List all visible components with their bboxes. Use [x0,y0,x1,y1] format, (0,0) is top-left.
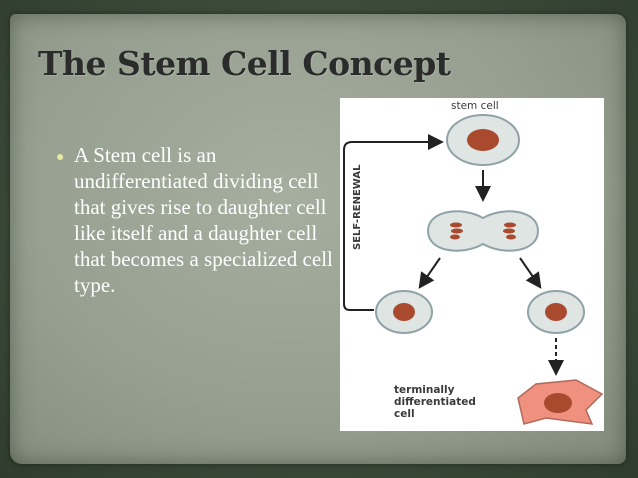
list-item: ● A Stem cell is an undifferentiated div… [56,142,336,298]
stem-cell-label: stem cell [451,100,499,112]
page-title: The Stem Cell Concept [38,44,451,83]
bullet-text: A Stem cell is an undifferentiated divid… [74,143,333,297]
stem-cell-diagram: stem cell [340,98,604,431]
daughter-cell-differentiating [527,290,585,334]
dividing-cell [426,210,540,252]
arrow-left-icon [418,257,441,289]
self-renewal-arrow-icon [343,134,444,311]
terminal-label-line2: differentiated [394,396,476,408]
arrow-right-icon [519,257,542,289]
terminal-label-line3: cell [394,408,415,420]
self-renewal-label: SELF-RENEWAL [352,164,363,250]
bullet-list: ● A Stem cell is an undifferentiated div… [56,142,336,298]
differentiated-cell [517,379,604,425]
bullet-icon: ● [56,150,65,165]
stem-cell [446,114,520,166]
terminal-label-line1: terminally [394,384,455,396]
nucleus [467,129,499,151]
daughter-cell-self-renewal [375,290,433,334]
